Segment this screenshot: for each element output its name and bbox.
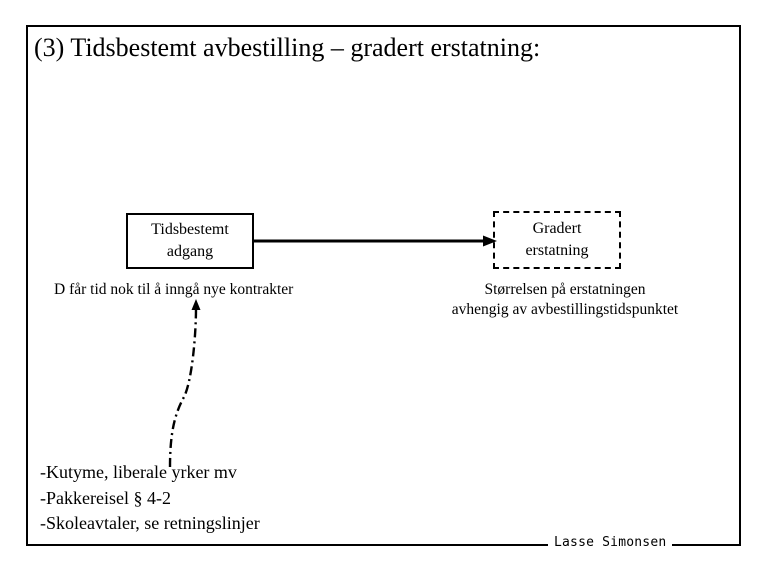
caption-right: Størrelsen på erstatningen avhengig av a… (420, 280, 710, 320)
frame-right-line (739, 25, 741, 546)
footer-author-name: Lasse Simonsen (554, 535, 667, 550)
caption-right-line1: Størrelsen på erstatningen (484, 281, 646, 298)
page-title: (3) Tidsbestemt avbestilling – gradert e… (34, 33, 541, 62)
bullet-list: -Kutyme, liberale yrker mv -Pakkereisel … (40, 460, 260, 537)
node-box-tidsbestemt-line1: Tidsbestemt (151, 221, 229, 239)
frame-top-line (26, 25, 741, 27)
frame-bottom-right-line (672, 544, 741, 546)
node-box-tidsbestemt-line2: adgang (166, 243, 214, 260)
list-item: -Skoleavtaler, se retningslinjer (40, 513, 260, 534)
node-box-gradert-erstatning[interactable]: Gradert erstatning (493, 211, 621, 269)
caption-left: D får tid nok til å inngå nye kontrakter (54, 281, 294, 298)
caption-right-line2: avhengig av avbestillingstidspunktet (451, 301, 679, 319)
connector-arrow-icon (253, 235, 497, 247)
curved-dash-dot-arrow-icon (168, 299, 201, 468)
node-box-gradert-line1: Gradert (532, 220, 582, 238)
node-box-tidsbestemt-adgang[interactable]: Tidsbestemt adgang (126, 213, 254, 269)
list-item: -Pakkereisel § 4-2 (40, 487, 171, 508)
frame-left-line (26, 25, 28, 546)
list-item: -Kutyme, liberale yrker mv (40, 462, 237, 482)
node-box-gradert-line2: erstatning (525, 242, 589, 259)
frame-bottom-left-line (26, 544, 548, 546)
